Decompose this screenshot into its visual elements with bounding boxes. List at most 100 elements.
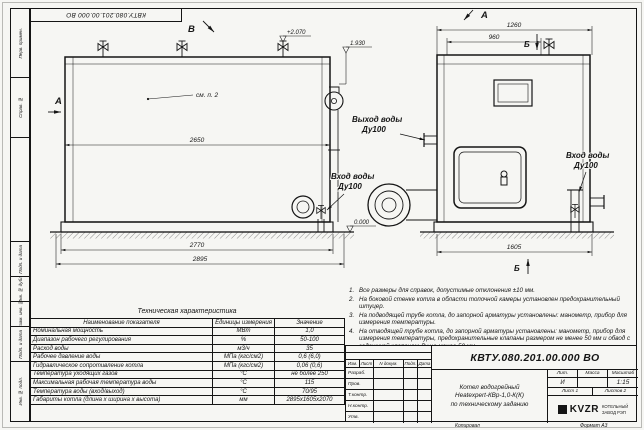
title-block: Изм. Лист N докум. Подп. Дата Разраб. Пр… [345,345,638,423]
tech-cell-value: не более 250 [274,369,345,380]
boiler-base-front [433,221,594,233]
ground-hatch-left [50,232,354,239]
tech-cell-name: Температура воды (вход/выход) [30,386,213,397]
inlet-label-right-2: Ду100 [573,161,598,170]
tech-cell-units: МВт [212,326,275,337]
inlet-valve-icon [570,203,580,219]
sig-sign [404,401,418,412]
note-item: 2.На боковой стенке котла в области топо… [349,296,635,311]
scale-label: Масштаб [608,370,638,378]
col-header-doc: N докум. [374,360,404,368]
tech-header-row: Наименование показателя Единицы измерени… [30,318,345,328]
margin-box-perv: Перв. примен. [10,8,30,78]
dim-960: 960 [489,34,500,41]
sig-name [374,390,404,401]
sig-name [374,401,404,412]
margin-box-sprav: Справ. № [10,78,30,138]
tech-cell-name: Номинальная мощность [30,326,213,337]
view-label-v: В [188,24,195,35]
tech-cell-name: Рабочее давление воды [30,352,213,362]
sig-date [418,390,431,401]
elevation-zero-value: 0.000 [354,220,370,226]
sig-sign [404,368,418,379]
tech-cell-value: 2895х1605х2070 [274,395,345,405]
section-label-a: А [54,96,62,107]
tech-cell-units: м3/ч [212,343,275,354]
product-line: по техническому заданию [450,400,529,408]
sig-date [418,379,431,390]
inlet-label-right-1: Вход воды [566,151,609,160]
burner-side [291,195,315,219]
dim-1605: 1605 [507,244,522,251]
front-view-dimensions [399,9,593,274]
company-name: КОТЕЛЬНЫЙ ЗАВОД РЭП [602,404,628,414]
dir-label-b-top: Б [524,40,530,49]
note-item: 3.На подводящей трубе котла, до запорной… [349,312,635,327]
lit-label: Лит. [548,370,578,378]
col-header-list: Лист [360,360,374,368]
note-reference: см. п. 2 [196,92,219,99]
leader-outlet [399,133,426,141]
product-line: Котел водогрейный [459,383,520,391]
tech-cell-value: 50-100 [274,335,345,345]
tech-row: Диапазон рабочего регулирования%50-100 [30,335,345,345]
tech-cell-units: мм [212,395,275,405]
margin-box-inv-podl: Инв. № подл. [10,362,30,422]
drawing-labels: В А +2.070 1.930 0.000 см. п. 2 2650 277… [54,10,610,273]
copied-label: Копировал [455,423,480,429]
view-arrow-a-top [463,9,474,21]
mass-value [578,378,608,388]
leader-note-ref [147,94,194,100]
product-line: Heatexpert-КВр-1,0-К(К) [455,392,524,400]
company-line: ЗАВОД РЭП [601,409,626,415]
tech-cell-value: 0,06 (0,6) [274,360,345,371]
tech-cell-name: Расход воды [30,343,213,354]
tech-header-name: Наименование показателя [30,318,213,328]
note-number: 1. [349,287,355,294]
elevation-top-value: +2.070 [287,30,306,36]
tech-cell-value: 35 [274,343,345,354]
sig-name [374,412,404,423]
drawing-frame [30,8,637,422]
door-handle-icon [500,170,508,178]
tech-cell-value: 0,6 (6,0) [274,352,345,362]
furnace-door [453,146,527,209]
tech-cell-units: °С [212,386,275,397]
tech-header-value: Значение [274,318,345,328]
tech-cell-name: Габариты котла (длина х ширина х высота) [30,395,213,405]
side-view-body [50,40,354,239]
sig-sign [404,390,418,401]
margin-box-podp2: Подп. и дата [10,327,30,362]
tech-cell-units: МПа (кгс/см2) [212,352,275,362]
margin-box-empty [10,138,30,242]
lit-value: И [548,378,578,388]
tech-cell-value: 70/95 [274,386,345,397]
note-text: На боковой стенке котла в области топочн… [359,295,620,311]
outlet-label-2: Ду100 [361,125,386,134]
tech-header-units: Единицы измерения [212,318,275,328]
mass-label: Масса [578,370,608,378]
note-text: На подводящей трубе котла, до запорной а… [359,311,627,327]
inlet-label-left-1: Вход воды [331,172,374,181]
dim-1260: 1260 [507,22,522,29]
margin-box-vzam: Взам. инв. № [10,302,30,327]
sig-name [374,368,404,379]
tech-table: Наименование показателя Единицы измерени… [30,318,345,405]
tech-cell-value: 115 [274,378,345,388]
col-header-izm: Изм. [346,360,360,368]
tech-table-title: Техническая характеристика [137,308,237,315]
logo-square-icon [557,405,567,414]
sig-sign [404,379,418,390]
company-line: КОТЕЛЬНЫЙ [601,404,629,410]
change-row [346,346,431,353]
valve-icon [176,40,188,58]
sig-row-tkontr: Т.контр. [346,390,374,401]
